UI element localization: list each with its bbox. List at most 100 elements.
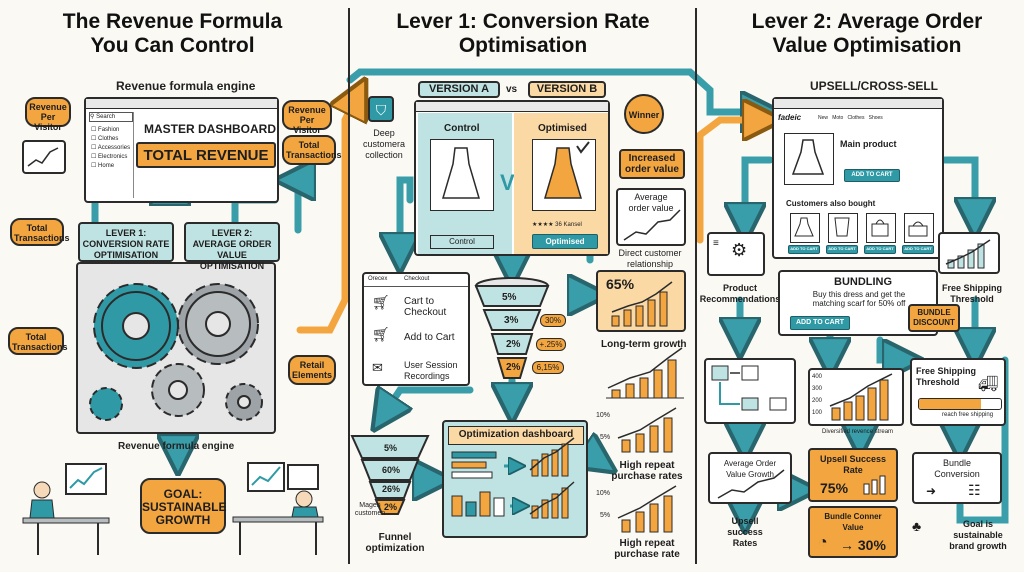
- ab-test-window: Control Control VS Optimised ★★★★ 36 Kan…: [414, 100, 610, 256]
- product-recs-label: Product Recommendations: [699, 283, 781, 304]
- arrow-upsell-left: [745, 156, 774, 230]
- upsell-shop-window: fadeic New Moto Clothes Shoes Main produ…: [772, 97, 944, 259]
- product-image: [532, 139, 596, 211]
- nav-item[interactable]: New: [818, 115, 829, 121]
- funnel1-step2: 3%: [504, 315, 519, 326]
- tab-checkout[interactable]: Checkout: [404, 276, 430, 282]
- tick-100: 100: [812, 410, 823, 416]
- upsell-mini-chart: [863, 475, 886, 495]
- truck-icon: 🚚︎: [978, 376, 999, 393]
- plant-icon: ♣: [912, 518, 922, 534]
- cart-flow-card: [704, 358, 796, 424]
- scarf-icon: [834, 217, 850, 237]
- cart-flow-icons: [711, 365, 787, 411]
- nav-item[interactable]: Moto: [832, 115, 844, 121]
- dress-icon: [794, 217, 814, 237]
- add-to-cart-label: Add to Cart: [404, 332, 455, 343]
- reviews-stars: ★★★★ 36 Kansel: [532, 222, 582, 228]
- dress-icon: [791, 139, 825, 175]
- control-button[interactable]: Control: [430, 235, 494, 249]
- small-add-button[interactable]: ADD TO CART: [864, 245, 896, 254]
- aov-label: Average order value: [628, 192, 674, 213]
- mail-icon: ✉: [372, 360, 383, 375]
- goal-badge: GOAL: SUSTAINABLE GROWTH: [140, 478, 226, 534]
- bundle-add-button[interactable]: ADD TO CART: [790, 316, 850, 330]
- upsell-75: 75%: [820, 480, 849, 496]
- shopping-bag-icon: ⛉: [368, 96, 394, 122]
- free-shipping-box: Free Shipping Threshold 🚚︎ reach free sh…: [910, 358, 1006, 426]
- bubble-total-transactions-right: Total Transactions: [282, 135, 342, 165]
- bubble-retail-elements: Retail Elements: [288, 355, 336, 385]
- tab-divider: [364, 286, 468, 287]
- sidebar-item-label: Home: [98, 163, 115, 169]
- sidebar-item[interactable]: ☐ Electronics: [91, 154, 128, 160]
- lever2-text: LEVER 2: AVERAGE ORDER VALUE OPTIMISATIO…: [192, 228, 272, 271]
- browser-chrome: [416, 102, 608, 112]
- sidebar-item-label: Electronics: [98, 154, 128, 160]
- dashboard-sidebar: ⚲ Search ☐ Fashion ☐ Clothes ☐ Accessori…: [89, 112, 134, 198]
- diversified-label: Diversified revence stream: [822, 429, 894, 435]
- product-tile[interactable]: [866, 213, 896, 243]
- vs-small: vs: [506, 84, 518, 95]
- version-b-tab[interactable]: VERSION B: [528, 81, 606, 98]
- shipping-progress-fill: [919, 399, 981, 409]
- aov-growth-chart: [717, 469, 785, 499]
- arrow-optdash-out: [590, 455, 605, 465]
- product-tile[interactable]: [828, 213, 858, 243]
- bubble-total-transactions-left-mid: Total Transactions: [8, 327, 68, 355]
- funnel-optimization-label: Funnel optimization: [365, 532, 425, 554]
- opt-dash-widgets: [451, 437, 575, 519]
- long-term-growth-label: Long-term growth: [601, 339, 687, 350]
- axis-5-a: 5%: [600, 434, 611, 441]
- browser-chrome: [86, 99, 277, 109]
- bundling-title: BUNDLING: [834, 276, 893, 288]
- tick-400: 400: [812, 374, 823, 380]
- sidebar-item[interactable]: ☐ Accessories: [91, 145, 131, 151]
- monitor-icon: [22, 140, 66, 174]
- optimised-button[interactable]: Optimised: [532, 234, 598, 249]
- product-tile[interactable]: [904, 213, 934, 243]
- bundle-30: → 30%: [840, 537, 886, 553]
- main-product-image: [784, 133, 834, 185]
- worker-illustration-right: [232, 462, 324, 555]
- funnel1-step1: 5%: [502, 292, 517, 303]
- increased-text: Increased order value: [625, 153, 679, 175]
- small-add-button[interactable]: ADD TO CART: [902, 245, 934, 254]
- upsell-rate-label: Upsell Success Rate: [819, 454, 887, 475]
- tick-200: 200: [812, 398, 823, 404]
- lever1-text: LEVER 1: CONVERSION RATE OPTIMISATION: [82, 228, 170, 260]
- version-a-tab[interactable]: VERSION A: [418, 81, 500, 98]
- bubble-total-transactions-left-top: Total Transactions: [10, 218, 70, 246]
- funnel1-tag2: +.25%: [536, 338, 566, 351]
- small-add-button[interactable]: ADD TO CART: [788, 245, 820, 254]
- revenue-bars: [829, 373, 893, 421]
- product-tile[interactable]: [790, 213, 820, 243]
- lever2-label: LEVER 2: AVERAGE ORDER VALUE OPTIMISATIO…: [184, 222, 280, 271]
- sidebar-item[interactable]: ☐ Clothes: [91, 136, 119, 142]
- aov-chart-card: Average order value: [616, 188, 686, 246]
- sidebar-item[interactable]: ☐ Fashion: [91, 127, 120, 133]
- search-label: Search: [96, 114, 116, 120]
- checkout-panel: Orecex Checkout 🛒︎ Cart to Checkout 🛒︎ A…: [362, 272, 470, 386]
- add-to-cart-button[interactable]: ADD TO CART: [844, 169, 900, 182]
- right-title: Lever 2: Average Order Value Optimisatio…: [751, 10, 983, 57]
- tab-orecex[interactable]: Orecex: [368, 276, 388, 282]
- search-icon: ⚲: [90, 114, 95, 120]
- column-divider-left: [348, 8, 350, 564]
- conversion-65-card: 65%: [596, 270, 686, 332]
- sidebar-item[interactable]: ☐ Home: [91, 163, 115, 169]
- list-icon: ≡: [713, 238, 719, 249]
- funnel1-tag1: 30%: [540, 314, 566, 327]
- funnel1-step4: 2%: [506, 362, 521, 373]
- bundle-conversion-label: Bundle Conversion: [934, 458, 980, 479]
- nav-item[interactable]: Clothes: [847, 115, 865, 121]
- arrow-ab-to-checkout: [400, 176, 410, 260]
- nav-item[interactable]: Shoes: [868, 115, 883, 121]
- small-add-button[interactable]: ADD TO CART: [826, 245, 858, 254]
- search-input[interactable]: ⚲ Search: [89, 112, 133, 122]
- axis-10-a: 10%: [596, 412, 611, 419]
- tick-300: 300: [812, 386, 823, 392]
